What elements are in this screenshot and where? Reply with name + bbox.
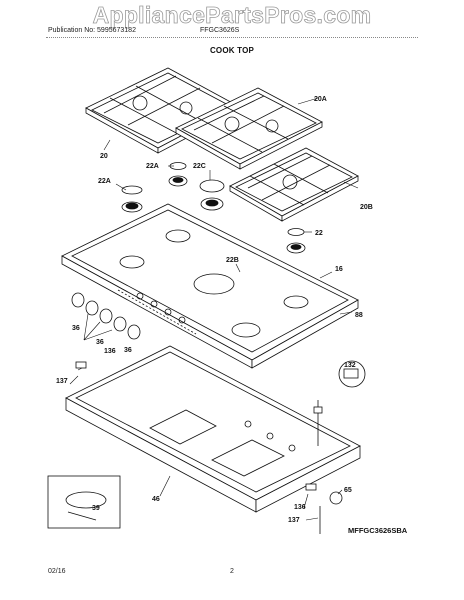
callout-20: 20 [100,153,108,160]
footer-page-number: 2 [230,568,234,575]
callout-36-c: 36 [124,347,132,354]
grate-center [175,87,323,170]
callout-132: 132 [344,362,356,369]
cooktop-top [61,203,359,369]
leader-lines [69,97,359,521]
callout-22B: 22B [226,257,239,264]
callout-36-a: 36 [72,325,80,332]
callout-20B: 20B [360,204,373,211]
callout-20A: 20A [314,96,327,103]
watermark-text: AppliancePartsPros.com [92,2,372,29]
burner-box [65,345,361,513]
callout-22: 22 [315,230,323,237]
publication-number: Publication No: 5995673182 [48,27,136,34]
grate-right [229,147,359,222]
header-divider [46,37,418,38]
callout-136-bottom: 136 [294,504,306,511]
callout-46: 46 [152,496,160,503]
small-parts [47,360,366,534]
footer-date: 02/16 [48,568,66,575]
callout-labels: 20 20A 20B 22A 22C 22A 22 22B 16 88 36 3… [56,96,408,535]
callout-137-bottom: 137 [288,517,300,524]
figure-code: MFFGC3626SBA [348,526,408,535]
callout-22C: 22C [193,163,206,170]
callout-65: 65 [344,487,352,494]
callout-36-b: 36 [96,339,104,346]
callout-39: 39 [92,505,100,512]
callout-16: 16 [335,266,343,273]
control-knobs [71,292,186,340]
callout-137-top: 137 [56,378,68,385]
diagram-title: COOK TOP [209,46,255,55]
model-number: FFGC3626S [200,27,240,34]
callout-88: 88 [355,312,363,319]
callout-22A-top: 22A [146,163,159,170]
callout-136-top: 136 [104,348,116,355]
callout-22A-left: 22A [98,178,111,185]
